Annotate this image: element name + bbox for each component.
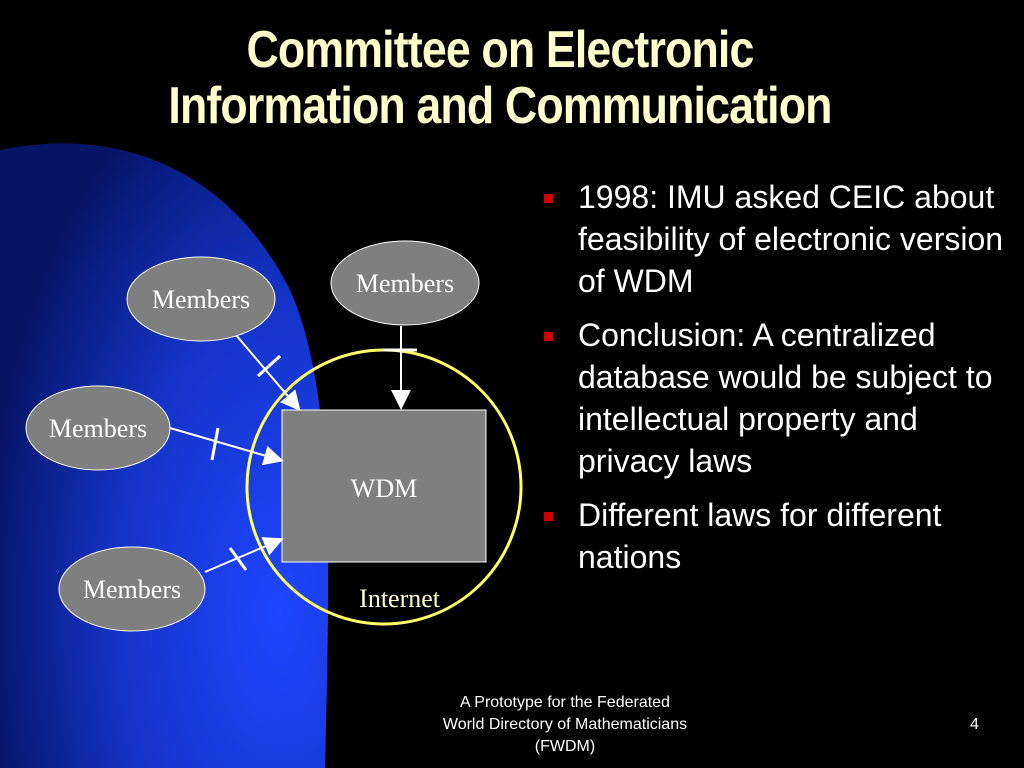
wdm-box [281,409,487,563]
bullet-text: Different laws for different nations [578,497,942,575]
bullet-list: 1998: IMU asked CEIC about feasibility o… [540,176,1010,590]
member-node-4-label: Members [83,575,181,604]
connector-4 [204,537,284,573]
footer-line-1: A Prototype for the Federated [460,694,670,711]
bullet-text: Conclusion: A centralized database would… [578,317,993,479]
footer-line-3: (FWDM) [534,738,596,755]
slide-title: Committee on Electronic Information and … [70,22,930,134]
member-node-2: Members [330,240,480,326]
member-node-3: Members [25,385,171,471]
member-node-1-label: Members [152,285,250,314]
block-bar-4 [228,547,248,571]
bullet-item: Different laws for different nations [540,494,1010,578]
bullet-text: 1998: IMU asked CEIC about feasibility o… [578,179,1004,299]
member-node-3-label: Members [49,414,147,443]
title-line-2: Information and Communication [168,77,832,135]
footer-line-2: World Directory of Mathematicians [442,716,688,733]
connector-1 [235,334,301,412]
member-node-1: Members [126,256,276,342]
connector-3 [169,427,284,466]
wdm-label: WDM [351,474,417,503]
bullet-square-icon [544,332,553,341]
slide-footer: A Prototype for the Federated World Dire… [400,692,730,758]
bullet-item: Conclusion: A centralized database would… [540,314,1010,482]
bullet-square-icon [544,512,553,521]
title-line-1: Committee on Electronic [246,21,754,79]
page-number: 4 [970,716,979,733]
member-node-4: Members [58,546,206,632]
block-bar-3 [210,427,220,461]
bullet-square-icon [544,194,553,203]
block-bar-1 [256,354,282,378]
member-node-2-label: Members [356,269,454,298]
internet-label: Internet [359,584,441,613]
bullet-item: 1998: IMU asked CEIC about feasibility o… [540,176,1010,302]
